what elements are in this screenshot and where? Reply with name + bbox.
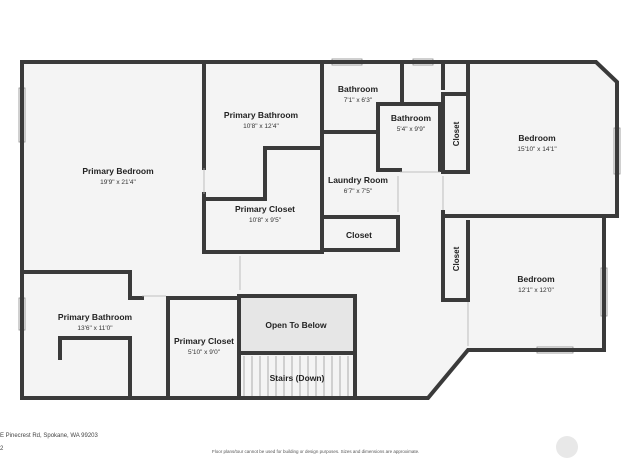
bathroom-mid-dims: 5'4" x 9'9" — [397, 126, 426, 133]
open-to-below-area — [239, 296, 355, 353]
door-swings — [142, 168, 469, 346]
primary-closet-upper-label: Primary Closet — [235, 204, 295, 214]
laundry-room-label: Laundry Room — [328, 175, 388, 185]
closet-laundry-label: Closet — [346, 230, 372, 240]
stairs-treads — [243, 356, 349, 397]
bedroom-1-label: Bedroom — [518, 133, 556, 143]
primary-closet-upper-dims: 10'8" x 9'5" — [249, 217, 282, 224]
walls — [20, 60, 619, 400]
primary-bathroom-upper-dims: 10'8" x 12'4" — [243, 123, 279, 130]
bedroom-2-dims: 12'1" x 12'0" — [518, 287, 554, 294]
primary-bedroom-label: Primary Bedroom — [82, 166, 154, 176]
primary-bathroom-upper-label: Primary Bathroom — [224, 110, 299, 120]
laundry-room-dims: 6'7" x 7'5" — [344, 188, 373, 195]
open-to-below-label: Open To Below — [265, 320, 327, 330]
closet-bedroom-1-label: Closet — [452, 121, 461, 146]
primary-bathroom-lower-dims: 13'6" x 11'0" — [77, 325, 113, 332]
bedroom-1-dims: 15'10" x 14'1" — [517, 146, 557, 153]
stairs-label: Stairs (Down) — [270, 373, 325, 383]
address-text: E Pinecrest Rd, Spokane, WA 99203 — [0, 433, 98, 439]
floor-code-text: 2 — [0, 446, 4, 452]
primary-closet-lower-label: Primary Closet — [174, 336, 234, 346]
bedroom-2-label: Bedroom — [517, 274, 555, 284]
primary-bathroom-lower-label: Primary Bathroom — [58, 312, 133, 322]
closet-bedroom-2-label: Closet — [452, 246, 461, 271]
primary-bedroom-dims: 19'9" x 21'4" — [100, 179, 136, 186]
disclaimer-text: Floor plans/tour cannot be used for buil… — [212, 449, 420, 454]
bathroom-mid-label: Bathroom — [391, 113, 432, 123]
primary-closet-lower-dims: 5'10" x 9'0" — [188, 349, 221, 356]
bathroom-small-dims: 7'1" x 6'3" — [344, 97, 373, 104]
watermark-logo-icon — [556, 436, 578, 458]
bathroom-small-label: Bathroom — [338, 84, 379, 94]
